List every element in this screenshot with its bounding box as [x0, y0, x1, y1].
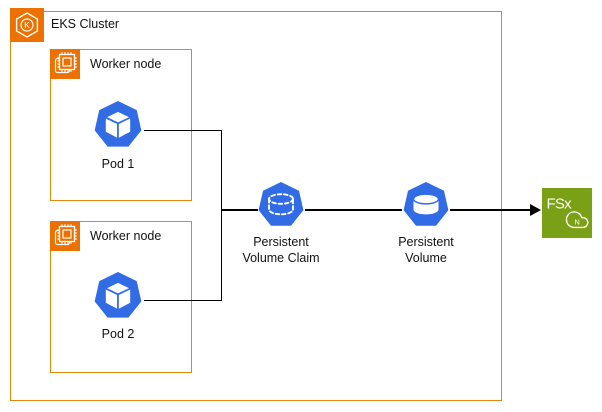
ec2-instance-chip-icon: [54, 52, 77, 74]
worker-node-2-box: [50, 221, 192, 373]
fsx-glyph: FSx N: [547, 196, 589, 229]
eks-hexagon-k-icon: K: [15, 12, 39, 38]
connector-pv-to-fsx: [450, 209, 532, 211]
pod-2-icon: [93, 271, 143, 321]
pv-label-line1: Persistent: [398, 235, 454, 249]
persistent-volume-label: Persistent Volume: [371, 234, 481, 266]
connector-to-pvc: [221, 209, 258, 211]
worker-node-1-box: [50, 49, 192, 201]
ec2-instance-chip-icon: [54, 224, 77, 246]
connector-junction-vertical: [220, 129, 223, 301]
worker-node-2-icon: [50, 221, 80, 251]
persistent-volume-claim-label: Persistent Volume Claim: [226, 234, 336, 266]
persistent-volume-icon: [402, 181, 450, 229]
pod-2-label: Pod 2: [101, 327, 135, 341]
fsx-label: FSx: [547, 196, 573, 213]
pv-label-line2: Volume: [405, 251, 447, 265]
worker-node-1-label: Worker node: [90, 57, 162, 71]
k8s-dashed-cylinder-icon: [258, 182, 304, 226]
pod-1-label: Pod 1: [101, 157, 135, 171]
k8s-pod-cube-icon: [94, 272, 142, 318]
worker-node-2-label: Worker node: [90, 229, 162, 243]
persistent-volume-claim-icon: [257, 181, 305, 229]
connector-pod1: [144, 129, 222, 131]
pod-1-icon: [93, 100, 143, 150]
pvc-label-line2: Volume Claim: [242, 251, 320, 265]
fsx-cloud-letter: N: [575, 217, 580, 226]
eks-cluster-icon: K: [10, 8, 44, 42]
fsx-netapp-ontap-icon: FSx N: [542, 188, 592, 238]
worker-node-1-icon: [50, 49, 80, 79]
k8s-pod-cube-icon: [94, 101, 142, 147]
k8s-cylinder-icon: [403, 182, 449, 226]
arrowhead-icon: [530, 204, 541, 216]
eks-cluster-box: [10, 11, 502, 401]
eks-cluster-label: EKS Cluster: [51, 17, 120, 31]
eks-badge-letter: K: [24, 20, 30, 30]
pvc-label-line1: Persistent: [253, 235, 309, 249]
connector-pod2: [144, 299, 222, 301]
connector-pvc-to-pv: [305, 209, 402, 211]
